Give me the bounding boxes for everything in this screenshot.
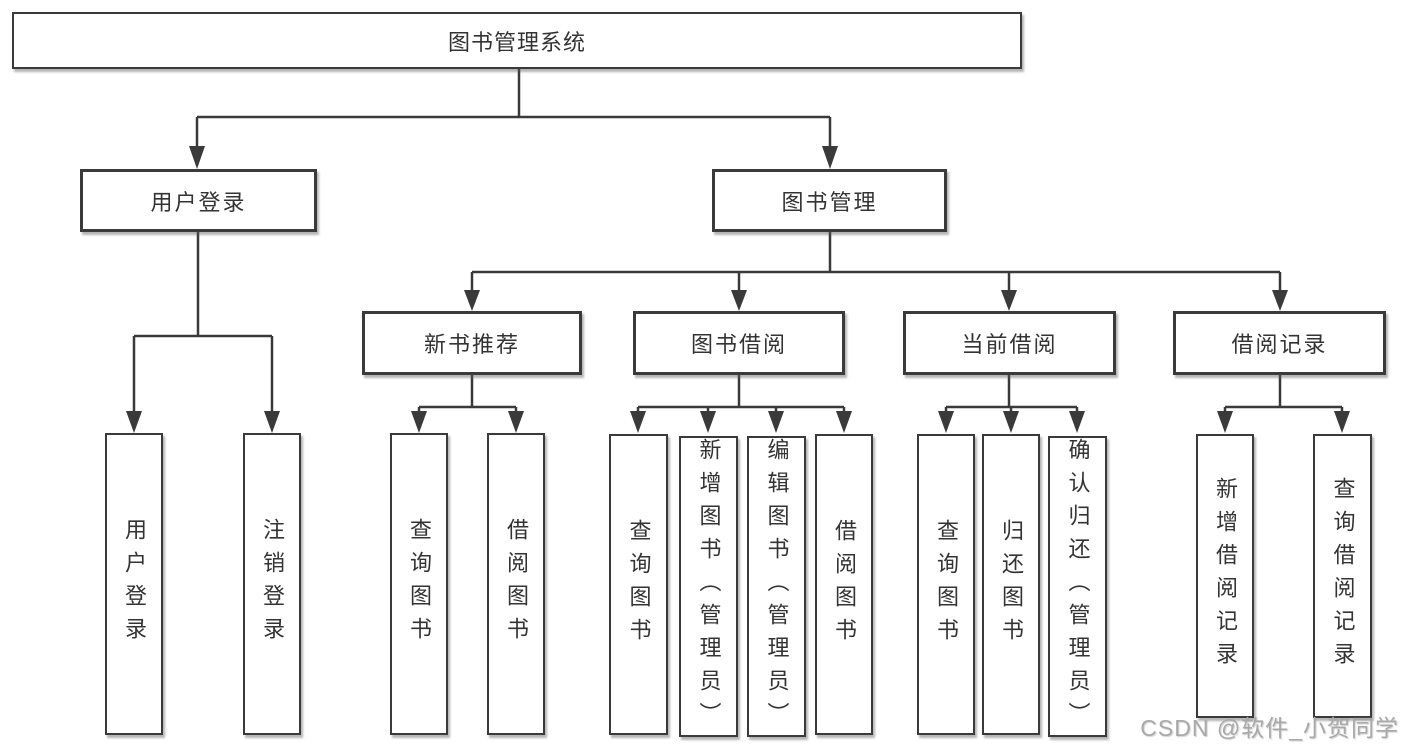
leaf-label: 查询图书 bbox=[934, 518, 959, 651]
connector-current-borrow-to-leaves bbox=[938, 375, 1085, 433]
node-query-books-borrow: 查询图书 bbox=[609, 434, 668, 735]
node-add-book-admin: 新增图书（管理员） bbox=[679, 436, 738, 737]
leaf-label: 借阅图书 bbox=[832, 518, 857, 651]
node-query-borrow-record: 查询借阅记录 bbox=[1313, 434, 1372, 718]
connector-root-to-level2 bbox=[189, 67, 838, 169]
leaf-label: 查询图书 bbox=[407, 518, 432, 650]
node-book-borrowing: 图书借阅 bbox=[633, 311, 845, 375]
node-borrow-books-recommend: 借阅图书 bbox=[487, 433, 545, 735]
leaf-label: 新增图书（管理员） bbox=[696, 438, 722, 735]
node-query-books-current: 查询图书 bbox=[917, 434, 975, 735]
node-new-book-recommendation: 新书推荐 bbox=[362, 311, 582, 375]
node-query-books-recommend: 查询图书 bbox=[390, 433, 448, 735]
node-return-books: 归还图书 bbox=[982, 434, 1040, 735]
leaf-label: 注销登录 bbox=[260, 518, 285, 650]
leaf-label: 用户登录 bbox=[122, 518, 147, 650]
leaf-label: 查询图书 bbox=[626, 518, 652, 651]
leaf-label: 查询借阅记录 bbox=[1330, 477, 1356, 675]
node-add-borrow-record: 新增借阅记录 bbox=[1196, 434, 1254, 718]
node-current-borrowing: 当前借阅 bbox=[903, 311, 1116, 375]
leaf-label: 归还图书 bbox=[999, 518, 1024, 651]
node-user-login-branch: 用户登录 bbox=[80, 169, 317, 232]
watermark: CSDN @软件_小贺同学 bbox=[1140, 715, 1399, 741]
node-edit-book-admin: 编辑图书（管理员） bbox=[747, 436, 806, 737]
leaf-label: 编辑图书（管理员） bbox=[764, 438, 790, 735]
node-library-management-system: 图书管理系统 bbox=[12, 12, 1022, 69]
connector-book-management-to-level3 bbox=[464, 231, 1288, 311]
leaf-label: 新增借阅记录 bbox=[1213, 477, 1238, 675]
connector-new-book-to-leaves bbox=[411, 375, 524, 433]
node-book-management-branch: 图书管理 bbox=[712, 169, 947, 232]
connector-book-borrow-to-leaves bbox=[630, 375, 852, 433]
connector-borrow-records-to-leaves bbox=[1217, 375, 1350, 433]
node-confirm-return-admin: 确认归还（管理员） bbox=[1048, 436, 1107, 737]
node-borrowing-records: 借阅记录 bbox=[1173, 311, 1386, 375]
node-logout-leaf: 注销登录 bbox=[243, 433, 301, 735]
node-user-login-leaf: 用户登录 bbox=[105, 433, 163, 735]
node-borrow-books: 借阅图书 bbox=[815, 434, 873, 735]
connector-user-login-to-leaves bbox=[126, 231, 280, 433]
leaf-label: 确认归还（管理员） bbox=[1065, 438, 1091, 735]
leaf-label: 借阅图书 bbox=[504, 518, 529, 650]
